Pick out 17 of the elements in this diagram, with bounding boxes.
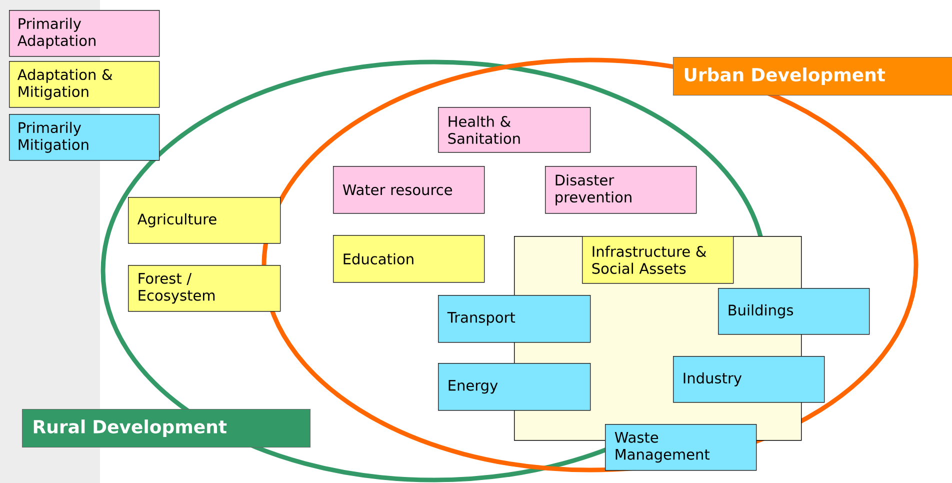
sector-box: Infrastructure & Social Assets bbox=[582, 236, 734, 284]
sector-box: Forest / Ecosystem bbox=[128, 265, 281, 312]
sector-box: Energy bbox=[438, 363, 591, 411]
legend-box: Primarily Mitigation bbox=[9, 114, 160, 161]
sector-box: Water resource bbox=[333, 166, 485, 214]
sector-box: Buildings bbox=[718, 288, 870, 335]
sector-box: Industry bbox=[673, 356, 825, 403]
legend-box: Adaptation & Mitigation bbox=[9, 61, 160, 108]
legend-box: Primarily Adaptation bbox=[9, 10, 160, 57]
sector-box: Waste Management bbox=[605, 424, 757, 471]
sector-box: Agriculture bbox=[128, 197, 281, 244]
sector-box: Transport bbox=[438, 295, 591, 343]
sector-box: Education bbox=[333, 235, 485, 283]
sector-box: Health & Sanitation bbox=[438, 107, 591, 153]
heading-box: Rural Development bbox=[22, 409, 310, 448]
heading-box: Urban Development bbox=[673, 57, 952, 96]
sector-box: Disaster prevention bbox=[545, 166, 697, 214]
